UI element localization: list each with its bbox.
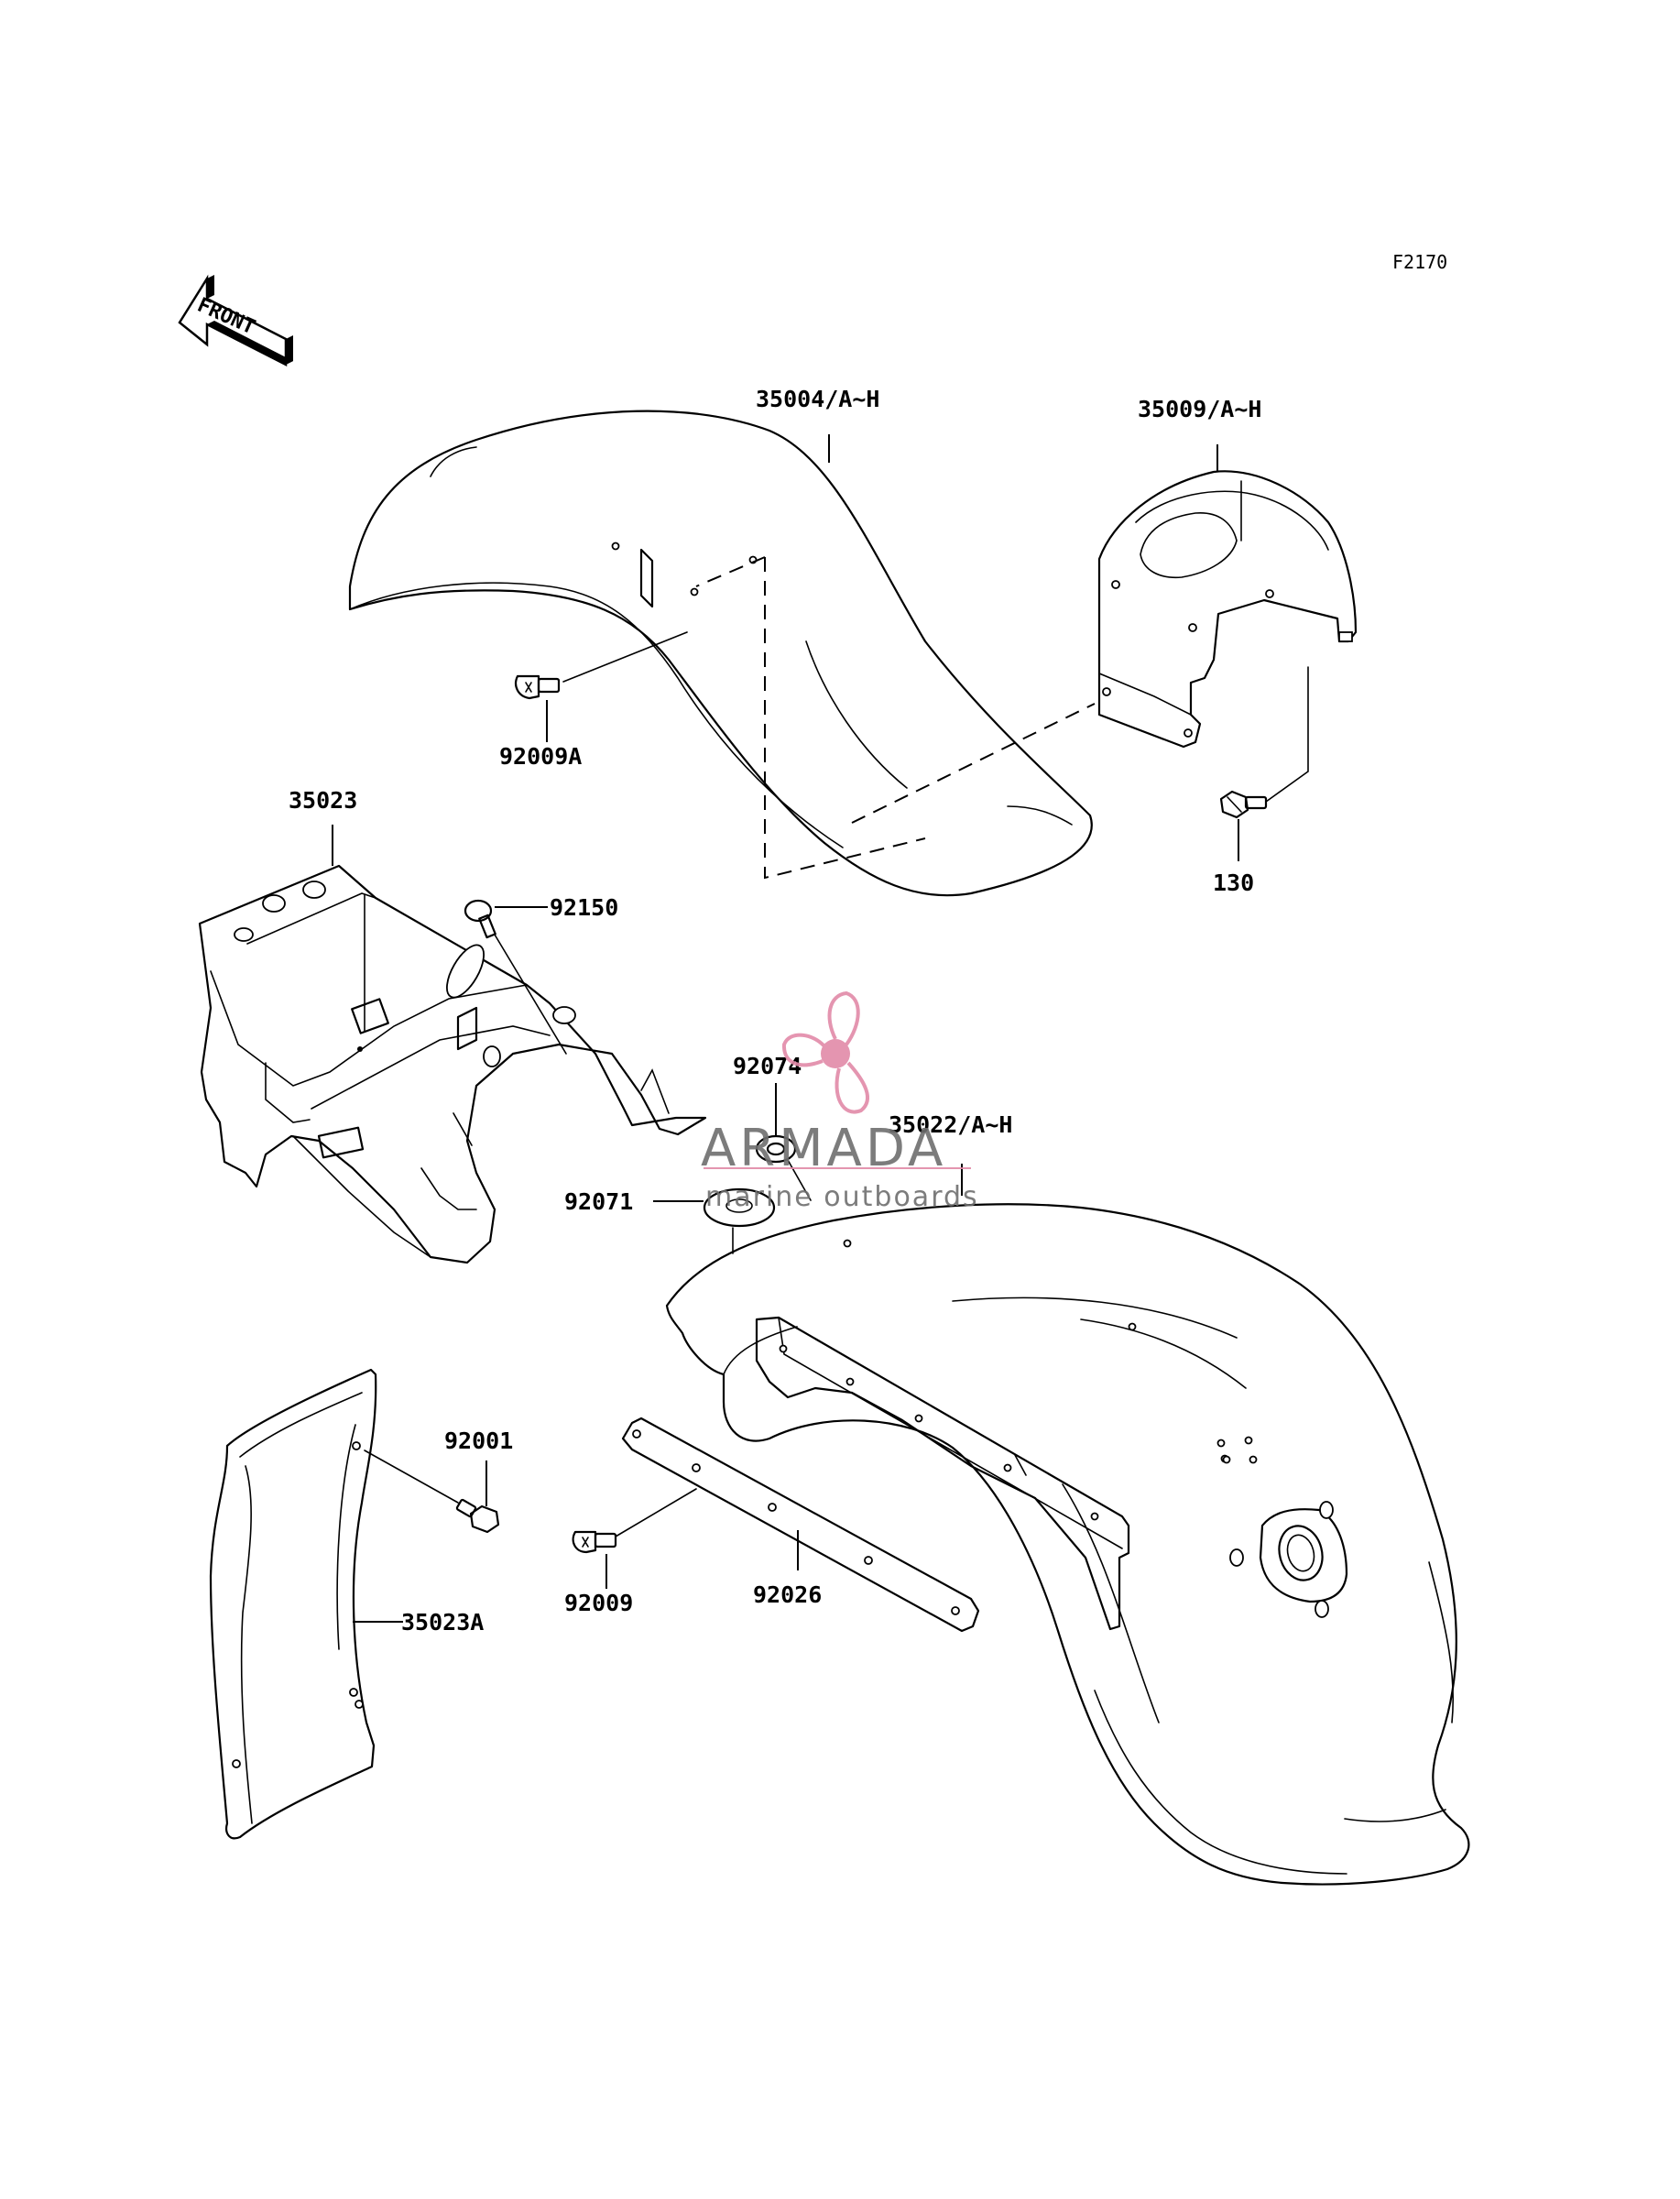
part-label-92071: 92071: [564, 1188, 633, 1215]
part-label-35023: 35023: [289, 787, 357, 814]
front-arrow-icon: FRONT: [178, 274, 293, 367]
part-label-92150: 92150: [550, 894, 618, 921]
part-label-130: 130: [1213, 870, 1254, 896]
rear-fender-bracket-part: [198, 864, 707, 1264]
watermark-tagline: marine outboards: [705, 1181, 979, 1213]
front-fender-main-part: [348, 410, 1093, 897]
bolt-92150-icon: [464, 899, 496, 939]
propeller-icon: [781, 990, 870, 1114]
part-label-35009: 35009/A~H: [1138, 396, 1261, 422]
part-label-92074: 92074: [733, 1053, 802, 1079]
bolt-92009-icon: [572, 1530, 617, 1554]
diagram-code: F2170: [1392, 251, 1447, 273]
part-label-35023a: 35023A: [401, 1609, 484, 1636]
watermark: ARMADA marine outboards: [701, 990, 979, 1213]
part-label-35004: 35004/A~H: [756, 386, 879, 412]
watermark-brand: ARMADA: [701, 1119, 946, 1178]
bolt-92009a-icon: [514, 674, 561, 700]
part-label-92009: 92009: [564, 1590, 633, 1616]
part-label-35022: 35022/A~H: [889, 1111, 1012, 1138]
rear-fender-part: [665, 1203, 1470, 1886]
bolt-92001-icon: [455, 1498, 500, 1534]
part-label-92026: 92026: [753, 1581, 822, 1608]
rear-flap-part: [209, 1368, 377, 1840]
bolt-130-icon: [1219, 790, 1268, 819]
plate-92026-part: [621, 1417, 980, 1633]
part-label-92001: 92001: [444, 1428, 513, 1454]
front-fender-rear-part: [1097, 470, 1358, 749]
damper-92071-icon: [703, 1187, 776, 1228]
part-label-92009a: 92009A: [499, 743, 582, 770]
